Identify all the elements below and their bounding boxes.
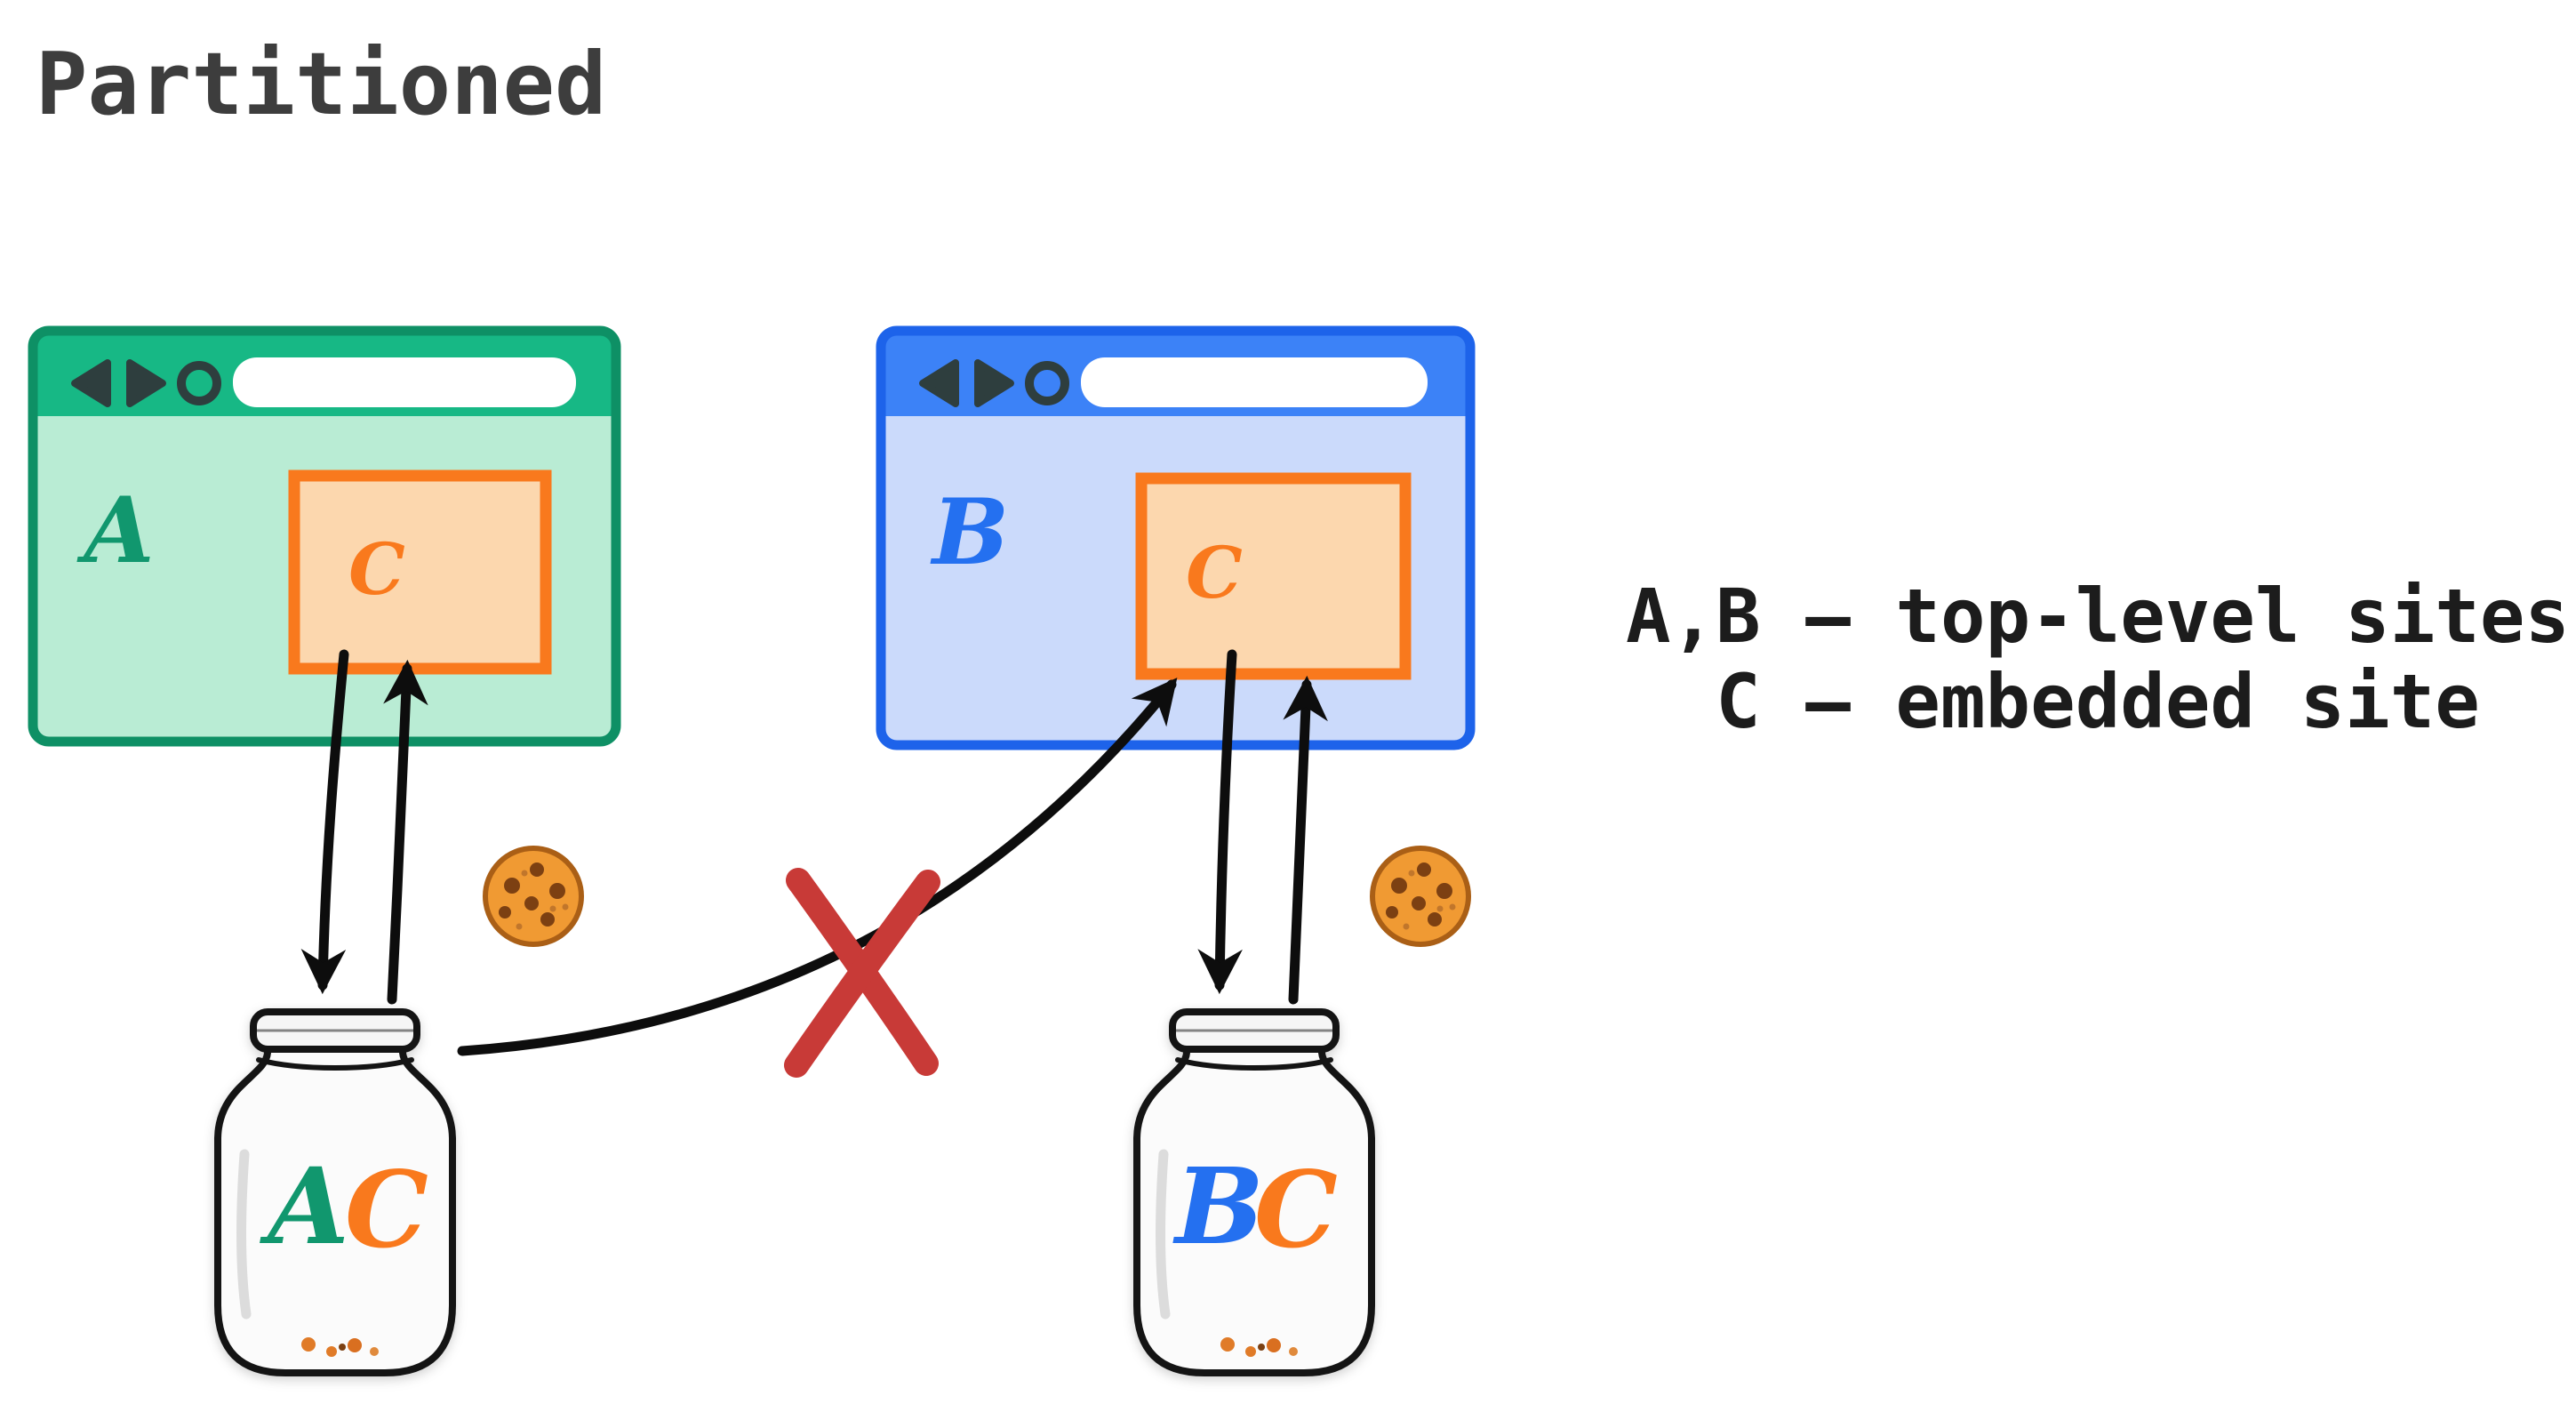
- jar-bc-letter-c: C: [1254, 1148, 1338, 1272]
- back-icon: [71, 359, 111, 407]
- arrow-jar-bc-reads-c: [1283, 675, 1328, 1005]
- window-b-frame: [876, 325, 1476, 750]
- arrow-c-writes-jar-ac: [300, 649, 349, 995]
- reload-icon: [177, 361, 221, 405]
- jar-bc-letter-b: B: [1172, 1144, 1264, 1268]
- legend-line-1: A,B — top-level sites: [1626, 573, 2570, 660]
- back-icon: [919, 359, 959, 407]
- arrow-c-writes-jar-bc: [1197, 649, 1243, 995]
- window-a-frame: [28, 325, 621, 747]
- cookie-icon-right: [1372, 848, 1468, 944]
- forward-icon: [126, 359, 166, 407]
- address-bar-b: [1081, 357, 1428, 407]
- browser-window-b: B C: [876, 325, 1476, 750]
- page-title: Partitioned: [36, 34, 606, 134]
- window-b-label: B: [930, 479, 1009, 586]
- jar-ac-letter-a: A: [259, 1144, 349, 1268]
- iframe-c-in-a-label: C: [348, 527, 405, 611]
- browser-window-a: A C: [28, 325, 621, 747]
- cookie-icon-left: [485, 848, 581, 944]
- blocked-x-icon: [784, 868, 940, 1078]
- cookie-jar-bc: B C: [1137, 1012, 1372, 1373]
- iframe-c-in-b: [1135, 472, 1412, 680]
- window-a-label: A: [76, 477, 154, 584]
- reload-icon: [1025, 361, 1069, 405]
- jar-ac-letter-c: C: [345, 1148, 428, 1272]
- legend-line-2: C — embedded site: [1716, 658, 2480, 745]
- iframe-c-in-a: [288, 469, 552, 675]
- address-bar-a: [233, 357, 576, 407]
- blocked-x-stroke-2: [784, 870, 940, 1078]
- arrow-jar-ac-reads-c: [383, 659, 428, 1005]
- cookie-jar-ac: A C: [218, 1012, 452, 1373]
- forward-icon: [974, 359, 1014, 407]
- iframe-c-in-b-label: C: [1186, 531, 1243, 614]
